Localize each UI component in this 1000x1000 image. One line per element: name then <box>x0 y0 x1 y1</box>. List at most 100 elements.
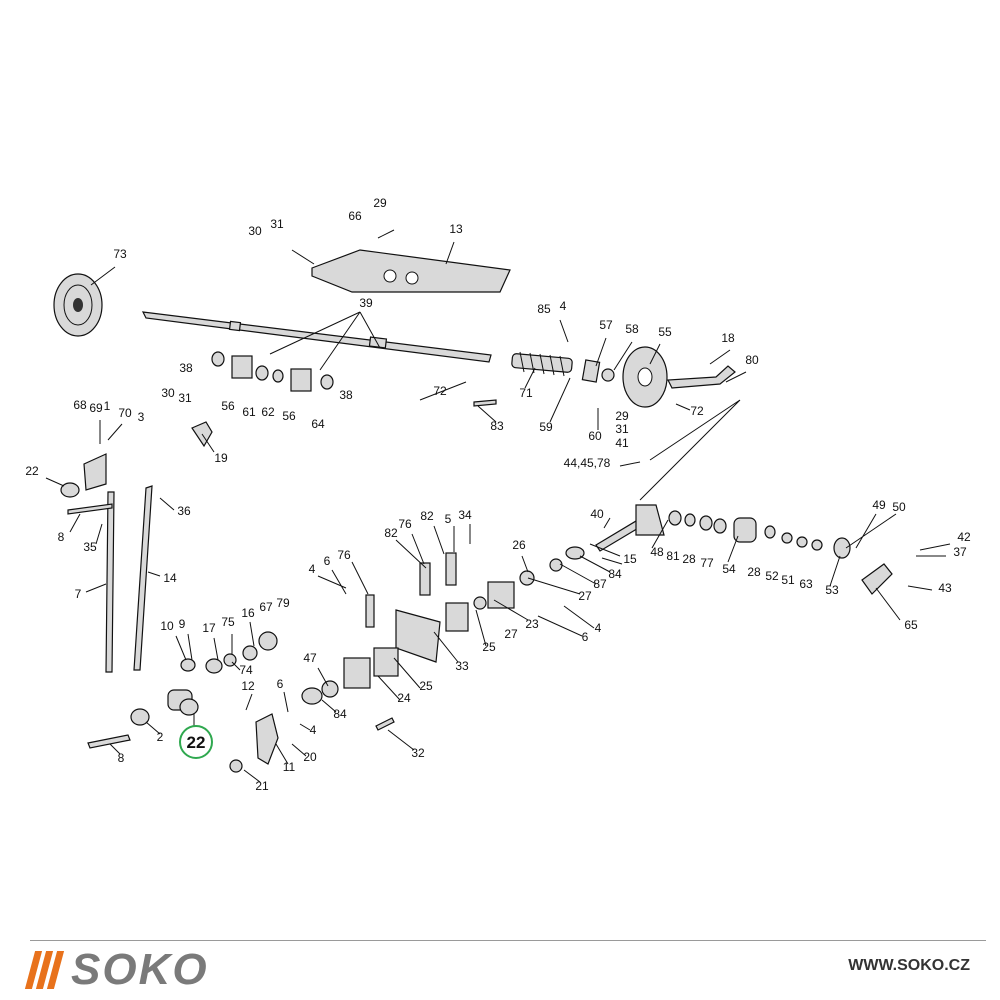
part-number-label[interactable]: 55 <box>658 325 672 339</box>
part-number-label[interactable]: 10 <box>160 619 174 633</box>
part-number-label[interactable]: 72 <box>433 384 447 398</box>
part-number-label[interactable]: 57 <box>599 318 613 332</box>
part-number-label[interactable]: 13 <box>449 222 463 236</box>
part-number-label[interactable]: 27 <box>578 589 592 603</box>
part-number-label[interactable]: 70 <box>118 406 132 420</box>
part-number-label[interactable]: 43 <box>938 581 952 595</box>
part-number-label[interactable]: 2 <box>157 730 164 744</box>
part-number-label[interactable]: 32 <box>411 746 425 760</box>
part-number-label[interactable]: 60 <box>588 429 602 443</box>
part-number-label[interactable]: 37 <box>953 545 967 559</box>
part-number-label[interactable]: 17 <box>202 621 216 635</box>
part-number-label[interactable]: 44,45,78 <box>564 456 611 470</box>
part-number-label[interactable]: 26 <box>512 538 526 552</box>
part-number-label[interactable]: 14 <box>163 571 177 585</box>
part-number-label[interactable]: 40 <box>590 507 604 521</box>
part-number-label[interactable]: 49 <box>872 498 886 512</box>
part-number-label[interactable]: 82 <box>420 509 434 523</box>
part-number-label[interactable]: 61 <box>242 405 256 419</box>
part-number-label[interactable]: 19 <box>214 451 228 465</box>
part-number-label[interactable]: 56 <box>221 399 235 413</box>
part-number-label[interactable]: 11 <box>283 760 296 774</box>
part-number-label[interactable]: 63 <box>799 577 813 591</box>
part-number-label[interactable]: 66 <box>348 209 362 223</box>
part-number-label[interactable]: 20 <box>303 750 317 764</box>
part-number-label[interactable]: 31 <box>270 217 284 231</box>
part-number-label[interactable]: 64 <box>311 417 325 431</box>
part-number-label[interactable]: 52 <box>765 569 779 583</box>
part-number-label[interactable]: 6 <box>582 630 589 644</box>
part-number-label[interactable]: 77 <box>700 556 714 570</box>
part-number-label[interactable]: 76 <box>398 517 412 531</box>
part-number-label[interactable]: 24 <box>397 691 411 705</box>
part-number-label[interactable]: 36 <box>177 504 191 518</box>
part-number-label[interactable]: 29 <box>373 196 387 210</box>
part-number-label[interactable]: 85 <box>537 302 551 316</box>
part-number-label[interactable]: 6 <box>324 554 331 568</box>
part-number-label[interactable]: 41 <box>615 436 629 450</box>
part-number-label[interactable]: 34 <box>458 508 472 522</box>
part-number-label[interactable]: 25 <box>482 640 496 654</box>
part-number-label[interactable]: 75 <box>221 615 235 629</box>
part-number-label[interactable]: 38 <box>179 361 193 375</box>
part-number-label[interactable]: 31 <box>178 391 192 405</box>
part-number-label[interactable]: 12 <box>241 679 255 693</box>
part-number-label[interactable]: 4 <box>595 621 602 635</box>
part-number-label[interactable]: 6 <box>277 677 284 691</box>
part-number-label[interactable]: 1 <box>104 399 111 413</box>
part-number-label[interactable]: 69 <box>89 401 103 415</box>
part-number-label[interactable]: 3 <box>138 410 145 424</box>
part-number-label[interactable]: 82 <box>384 526 398 540</box>
part-number-label[interactable]: 59 <box>539 420 553 434</box>
part-number-label[interactable]: 9 <box>179 617 186 631</box>
part-number-label[interactable]: 23 <box>525 617 539 631</box>
part-number-label[interactable]: 84 <box>608 567 622 581</box>
part-number-label[interactable]: 8 <box>118 751 125 765</box>
part-number-label[interactable]: 48 <box>650 545 664 559</box>
part-number-label[interactable]: 53 <box>825 583 839 597</box>
part-number-label[interactable]: 5 <box>445 512 452 526</box>
part-number-label[interactable]: 22 <box>25 464 39 478</box>
part-number-label[interactable]: 33 <box>455 659 469 673</box>
part-number-label[interactable]: 7 <box>75 587 82 601</box>
part-number-label[interactable]: 35 <box>83 540 97 554</box>
part-number-label[interactable]: 58 <box>625 322 639 336</box>
part-number-label[interactable]: 83 <box>490 419 504 433</box>
website-link[interactable]: WWW.SOKO.CZ <box>848 957 970 974</box>
part-number-label[interactable]: 30 <box>161 386 175 400</box>
part-number-label[interactable]: 51 <box>781 573 795 587</box>
part-number-label[interactable]: 74 <box>239 663 253 677</box>
part-number-label[interactable]: 8 <box>58 530 65 544</box>
part-number-label[interactable]: 38 <box>339 388 353 402</box>
part-number-label[interactable]: 39 <box>359 296 373 310</box>
part-number-label[interactable]: 27 <box>504 627 518 641</box>
part-number-label[interactable]: 73 <box>113 247 127 261</box>
part-number-label[interactable]: 16 <box>241 606 255 620</box>
part-number-label[interactable]: 71 <box>519 386 533 400</box>
part-number-label[interactable]: 50 <box>892 500 906 514</box>
soko-logo[interactable]: SOKO <box>24 945 209 995</box>
part-number-label[interactable]: 21 <box>255 779 269 793</box>
part-number-label[interactable]: 4 <box>310 723 317 737</box>
part-number-label[interactable]: 67 <box>259 600 273 614</box>
part-number-label[interactable]: 84 <box>333 707 347 721</box>
part-number-label[interactable]: 68 <box>73 398 87 412</box>
part-number-label[interactable]: 56 <box>282 409 296 423</box>
part-number-label[interactable]: 29 <box>615 409 629 423</box>
part-number-label[interactable]: 28 <box>682 552 696 566</box>
part-number-label[interactable]: 65 <box>904 618 918 632</box>
part-number-label[interactable]: 4 <box>560 299 567 313</box>
part-number-label[interactable]: 80 <box>745 353 759 367</box>
part-number-label[interactable]: 18 <box>721 331 735 345</box>
part-number-label[interactable]: 62 <box>261 405 275 419</box>
part-number-label[interactable]: 79 <box>276 596 290 610</box>
part-number-label[interactable]: 72 <box>690 404 704 418</box>
part-number-label[interactable]: 87 <box>593 577 607 591</box>
part-number-label[interactable]: 25 <box>419 679 433 693</box>
part-number-label[interactable]: 42 <box>957 530 971 544</box>
part-number-label[interactable]: 81 <box>666 549 680 563</box>
part-number-label[interactable]: 30 <box>248 224 262 238</box>
part-number-label[interactable]: 54 <box>722 562 736 576</box>
part-number-label[interactable]: 31 <box>615 422 629 436</box>
part-number-label[interactable]: 15 <box>623 552 637 566</box>
